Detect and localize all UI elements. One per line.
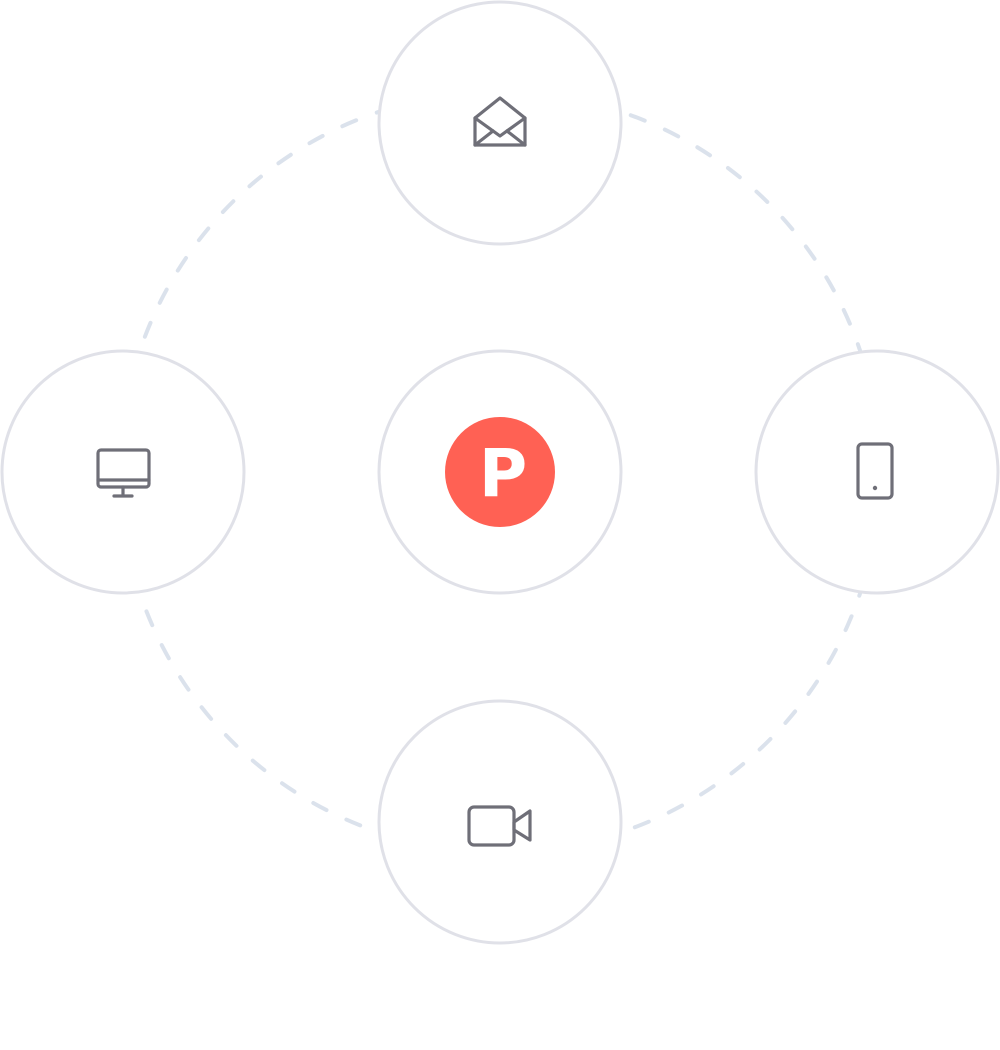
node-bottom bbox=[377, 699, 623, 945]
node-top-ring bbox=[377, 0, 623, 246]
node-right bbox=[754, 349, 1000, 595]
node-top bbox=[377, 0, 623, 246]
smartphone-home-dot bbox=[872, 485, 878, 491]
node-right-ring bbox=[754, 349, 1000, 595]
smartphone-icon bbox=[856, 442, 894, 500]
node-left-ring bbox=[0, 349, 246, 595]
product-hunt-logo bbox=[445, 417, 555, 527]
node-left bbox=[0, 349, 246, 595]
node-center: P bbox=[377, 349, 623, 595]
desktop-monitor-icon bbox=[96, 448, 151, 498]
node-bottom-ring bbox=[377, 699, 623, 945]
video-camera-icon bbox=[467, 805, 532, 847]
envelope-icon bbox=[473, 96, 527, 147]
logo-letter: P bbox=[479, 435, 527, 512]
